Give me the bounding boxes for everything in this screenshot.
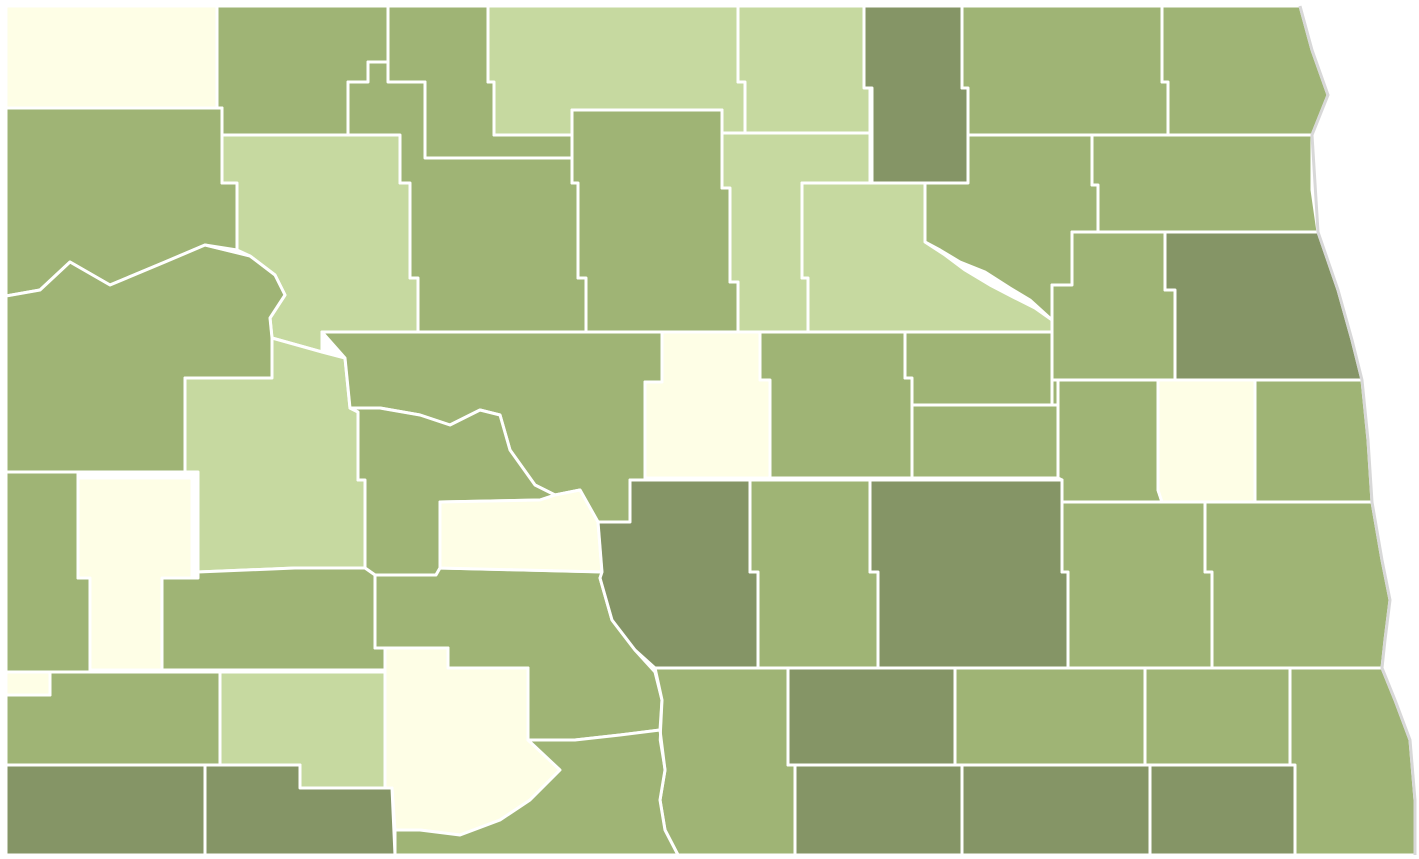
county-region[interactable]: [1090, 133, 1320, 234]
county-region[interactable]: [1253, 378, 1374, 504]
county-region[interactable]: [1160, 4, 1330, 137]
county-region[interactable]: [203, 763, 397, 857]
county-region[interactable]: [160, 566, 387, 672]
county-region[interactable]: [960, 4, 1170, 137]
county-region[interactable]: [786, 666, 957, 767]
county-region[interactable]: [1156, 378, 1257, 504]
county-region[interactable]: [653, 666, 797, 857]
river-line: [4, 243, 680, 857]
county-region[interactable]: [4, 763, 207, 857]
county-region[interactable]: [1148, 763, 1297, 857]
county-region[interactable]: [1143, 666, 1292, 767]
county-region[interactable]: [4, 4, 219, 110]
county-region[interactable]: [868, 478, 1070, 670]
river-line: [923, 240, 1054, 322]
county-region[interactable]: [758, 330, 914, 480]
county-region[interactable]: [953, 666, 1147, 767]
county-region[interactable]: [1060, 500, 1214, 670]
county-region[interactable]: [748, 478, 880, 670]
county-region[interactable]: [4, 670, 52, 697]
county-region[interactable]: [910, 403, 1060, 480]
county-region[interactable]: [393, 728, 680, 857]
county-region[interactable]: [793, 763, 964, 857]
county-region[interactable]: [438, 488, 604, 574]
county-region[interactable]: [1288, 666, 1417, 857]
county-region[interactable]: [76, 476, 194, 672]
county-region[interactable]: [960, 763, 1152, 857]
state-border: [1298, 5, 1417, 855]
county-region[interactable]: [1163, 230, 1364, 382]
county-region[interactable]: [1056, 378, 1164, 504]
county-region[interactable]: [643, 330, 772, 480]
county-region[interactable]: [1050, 330, 1060, 407]
county-region[interactable]: [903, 330, 1054, 407]
county-region[interactable]: [736, 4, 872, 137]
county-region[interactable]: [1203, 500, 1392, 670]
county-region[interactable]: [570, 108, 740, 334]
county-region[interactable]: [862, 4, 970, 185]
